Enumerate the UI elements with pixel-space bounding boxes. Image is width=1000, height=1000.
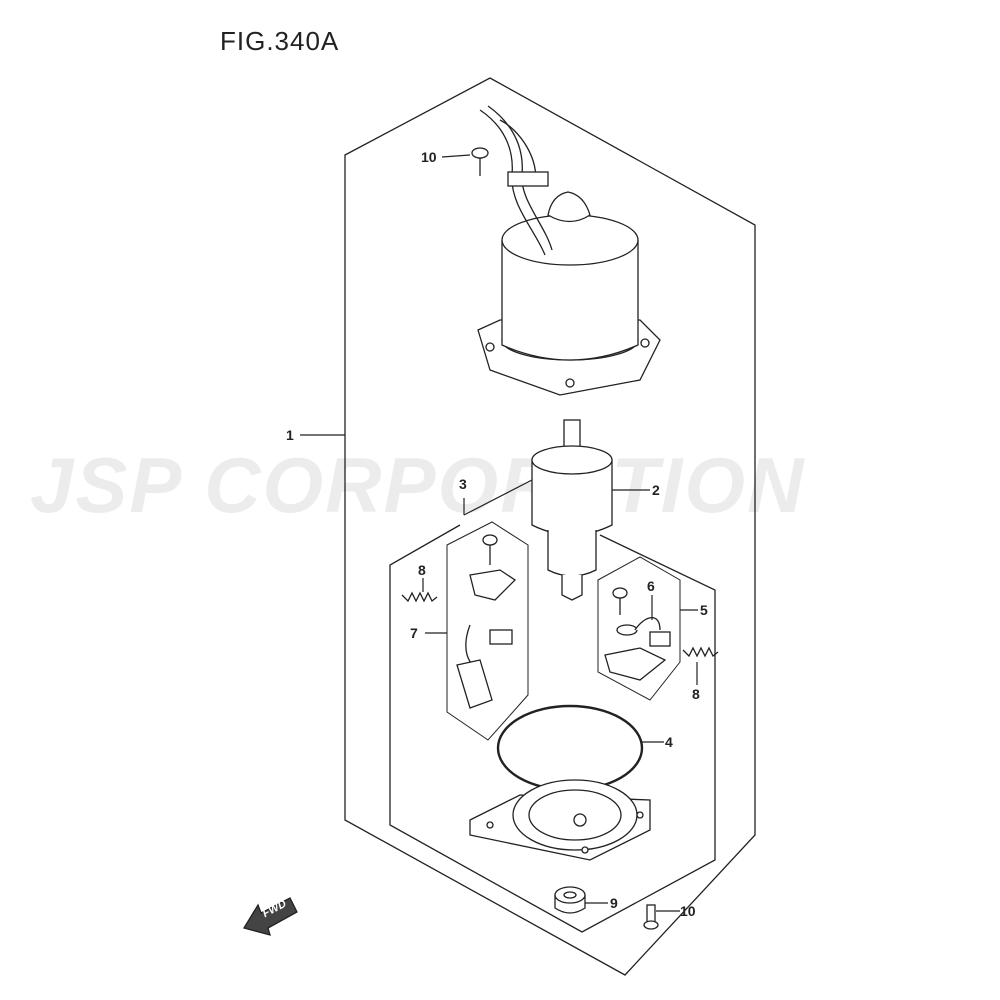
callout-5: 5 — [700, 602, 708, 618]
callout-10: 10 — [680, 903, 696, 919]
callout-9: 9 — [610, 895, 618, 911]
grommet-9 — [554, 886, 586, 914]
o-ring-4 — [496, 704, 644, 792]
fwd-arrow-icon — [242, 897, 298, 936]
screw-10-top — [471, 147, 489, 176]
figure-title: FIG.340A — [220, 26, 340, 56]
brush-holder-box-5 — [597, 556, 681, 701]
callout-3: 3 — [459, 476, 467, 492]
callout-8: 8 — [418, 562, 426, 578]
callout-10: 10 — [421, 149, 437, 165]
callout-7: 7 — [410, 625, 418, 641]
callout-2: 2 — [652, 482, 660, 498]
lead-wires — [479, 105, 553, 256]
end-plate — [469, 779, 651, 861]
brush-holder-box-7 — [446, 521, 529, 741]
callout-4: 4 — [665, 734, 673, 750]
callout-1: 1 — [286, 427, 294, 443]
bolt-10-bottom — [643, 904, 659, 930]
assembly-boundary — [344, 77, 756, 976]
subassembly-boundary — [389, 524, 716, 933]
brush-holder-5 — [604, 587, 671, 681]
armature — [531, 419, 613, 601]
callout-8: 8 — [692, 686, 700, 702]
leader-lines — [300, 154, 698, 912]
watermark: JSP CORPORATION — [30, 441, 806, 529]
callout-6: 6 — [647, 578, 655, 594]
spring-8-left — [401, 591, 438, 603]
brush-holder-7 — [456, 534, 517, 709]
motor-housing — [477, 191, 661, 396]
spring-8-right — [682, 646, 719, 658]
